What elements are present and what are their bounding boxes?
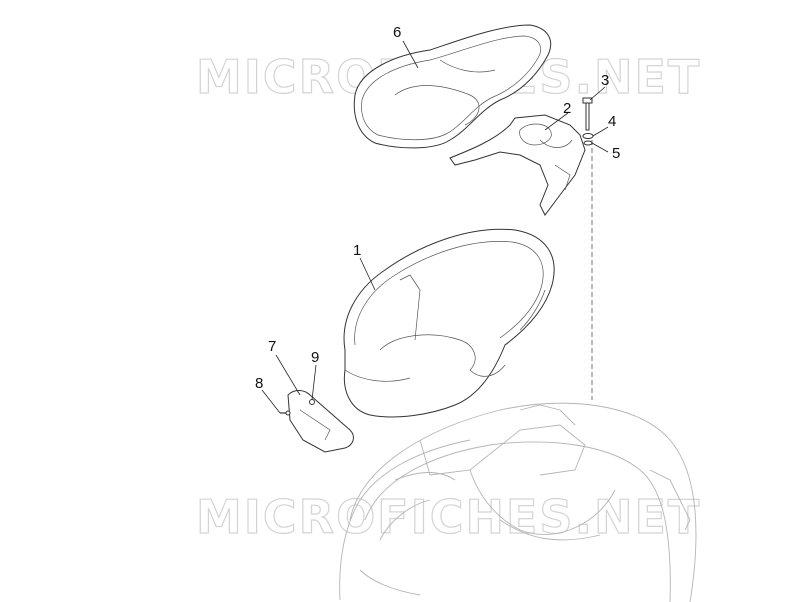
callout-6: 6	[393, 24, 402, 41]
scooter-frame	[339, 402, 697, 602]
part-9-clip	[309, 399, 315, 405]
part-6-tray	[353, 24, 552, 149]
callout-8: 8	[255, 375, 264, 392]
callout-4: 4	[608, 113, 617, 130]
callout-9: 9	[311, 349, 320, 366]
callout-3: 3	[601, 72, 610, 89]
part-2-bracket	[449, 114, 586, 216]
callout-1: 1	[353, 242, 362, 259]
callout-7: 7	[268, 338, 277, 355]
part-1-helmet-bin	[343, 228, 555, 418]
callout-5: 5	[612, 145, 621, 162]
part-7-cover	[287, 390, 354, 453]
leader-lines	[261, 40, 609, 414]
watermark-bottom: MICROFICHES.NET	[195, 489, 702, 544]
part-4-5-washers	[582, 133, 594, 146]
part-3-bolt	[582, 97, 593, 131]
part-8-screw	[280, 410, 291, 416]
callout-2: 2	[563, 100, 572, 117]
